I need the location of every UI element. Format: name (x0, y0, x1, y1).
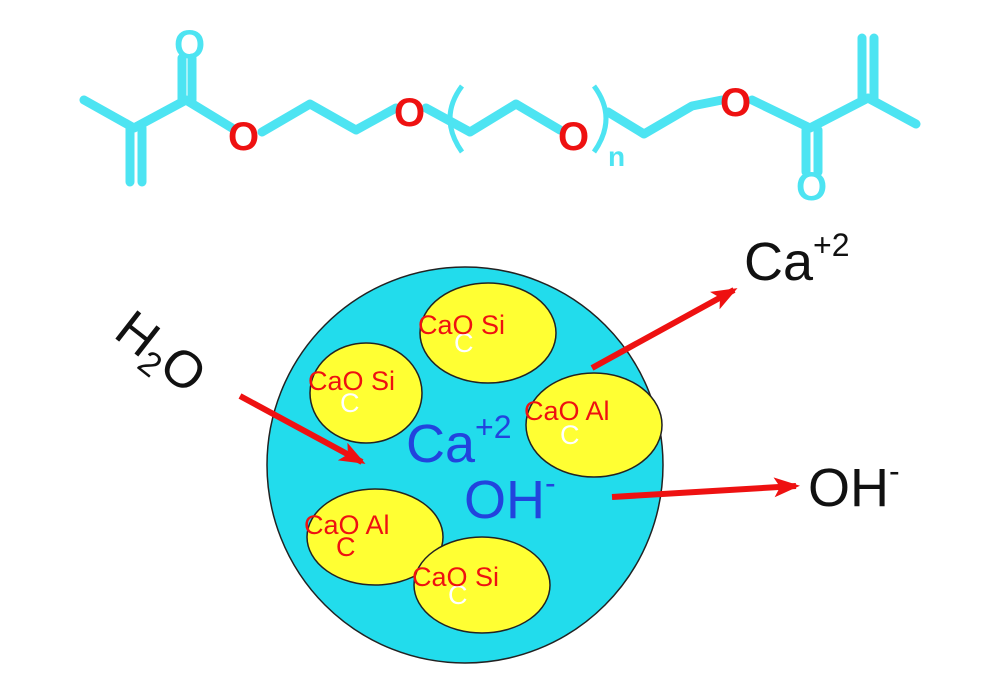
calcium-ion-inside: Ca+2 (406, 409, 512, 474)
grain-3-label: CaO Al (524, 396, 610, 426)
grain-1-label: CaO Si (418, 310, 505, 340)
right-ethylene-bridge (603, 95, 727, 139)
repeat-bracket-left (447, 84, 465, 154)
grain-4: C CaO Al (304, 488, 444, 586)
grain-5: C CaO Si (412, 536, 551, 634)
calcium-ion-released-charge: +2 (813, 227, 849, 263)
grain-5-shape (413, 536, 551, 634)
grain-4-inner-c: C (336, 532, 356, 562)
right-carbonyl-oxygen: O (796, 165, 827, 209)
grain-2-inner-c: C (340, 388, 360, 418)
right-methacrylate-chain (747, 93, 921, 133)
repeat-count-n: n (608, 141, 625, 172)
water-o: O (149, 335, 217, 406)
grain-1: C CaO Si (418, 282, 557, 384)
calcium-ion-inside-symbol: Ca (406, 414, 476, 474)
grain-2: C CaO Si (308, 342, 423, 444)
hydroxide-ion-released-symbol: OH (808, 458, 889, 518)
calcium-release-arrow (590, 287, 738, 371)
repeat-unit-chain (421, 99, 565, 137)
grain-1-inner-c: C (454, 328, 474, 358)
hydroxide-ion-released-charge: - (889, 453, 900, 489)
molecule-structure (79, 33, 921, 187)
grain-4-shape (306, 488, 444, 586)
repeat-unit-oxygen: O (558, 115, 589, 159)
repeat-bracket-right (591, 84, 609, 154)
calcium-ion-released: Ca+2 (744, 227, 850, 292)
hydroxide-release-arrow (611, 477, 800, 500)
grain-4-label: CaO Al (304, 510, 390, 540)
grain-5-inner-c: C (448, 580, 468, 610)
left-ethylene-bridge (257, 99, 401, 137)
hydroxide-ion-released: OH- (808, 453, 900, 518)
hydroxide-ion-inside: OH- (464, 465, 556, 530)
grain-5-label: CaO Si (412, 562, 499, 592)
grain-1-shape (419, 282, 557, 384)
left-ester-oxygen: O (228, 115, 259, 159)
water-inflow-arrow (238, 393, 366, 465)
left-carbonyl-oxygen: O (174, 23, 205, 67)
hydroxide-ion-inside-symbol: OH (464, 470, 545, 530)
hydroxide-ion-inside-charge: - (545, 465, 556, 501)
water-text: H2O (101, 300, 217, 410)
grain-3-shape (525, 372, 663, 478)
grain-3-inner-c: C (560, 420, 580, 450)
left-ether-oxygen: O (394, 91, 425, 135)
right-ester-oxygen: O (720, 81, 751, 125)
grain-3: C CaO Al (524, 372, 663, 478)
left-methacrylate-chain (79, 95, 237, 133)
grain-2-shape (309, 342, 423, 444)
water-label: H2O (101, 300, 217, 410)
grain-2-label: CaO Si (308, 366, 395, 396)
calcium-ion-inside-charge: +2 (475, 409, 511, 445)
calcium-ion-released-symbol: Ca (744, 232, 814, 292)
